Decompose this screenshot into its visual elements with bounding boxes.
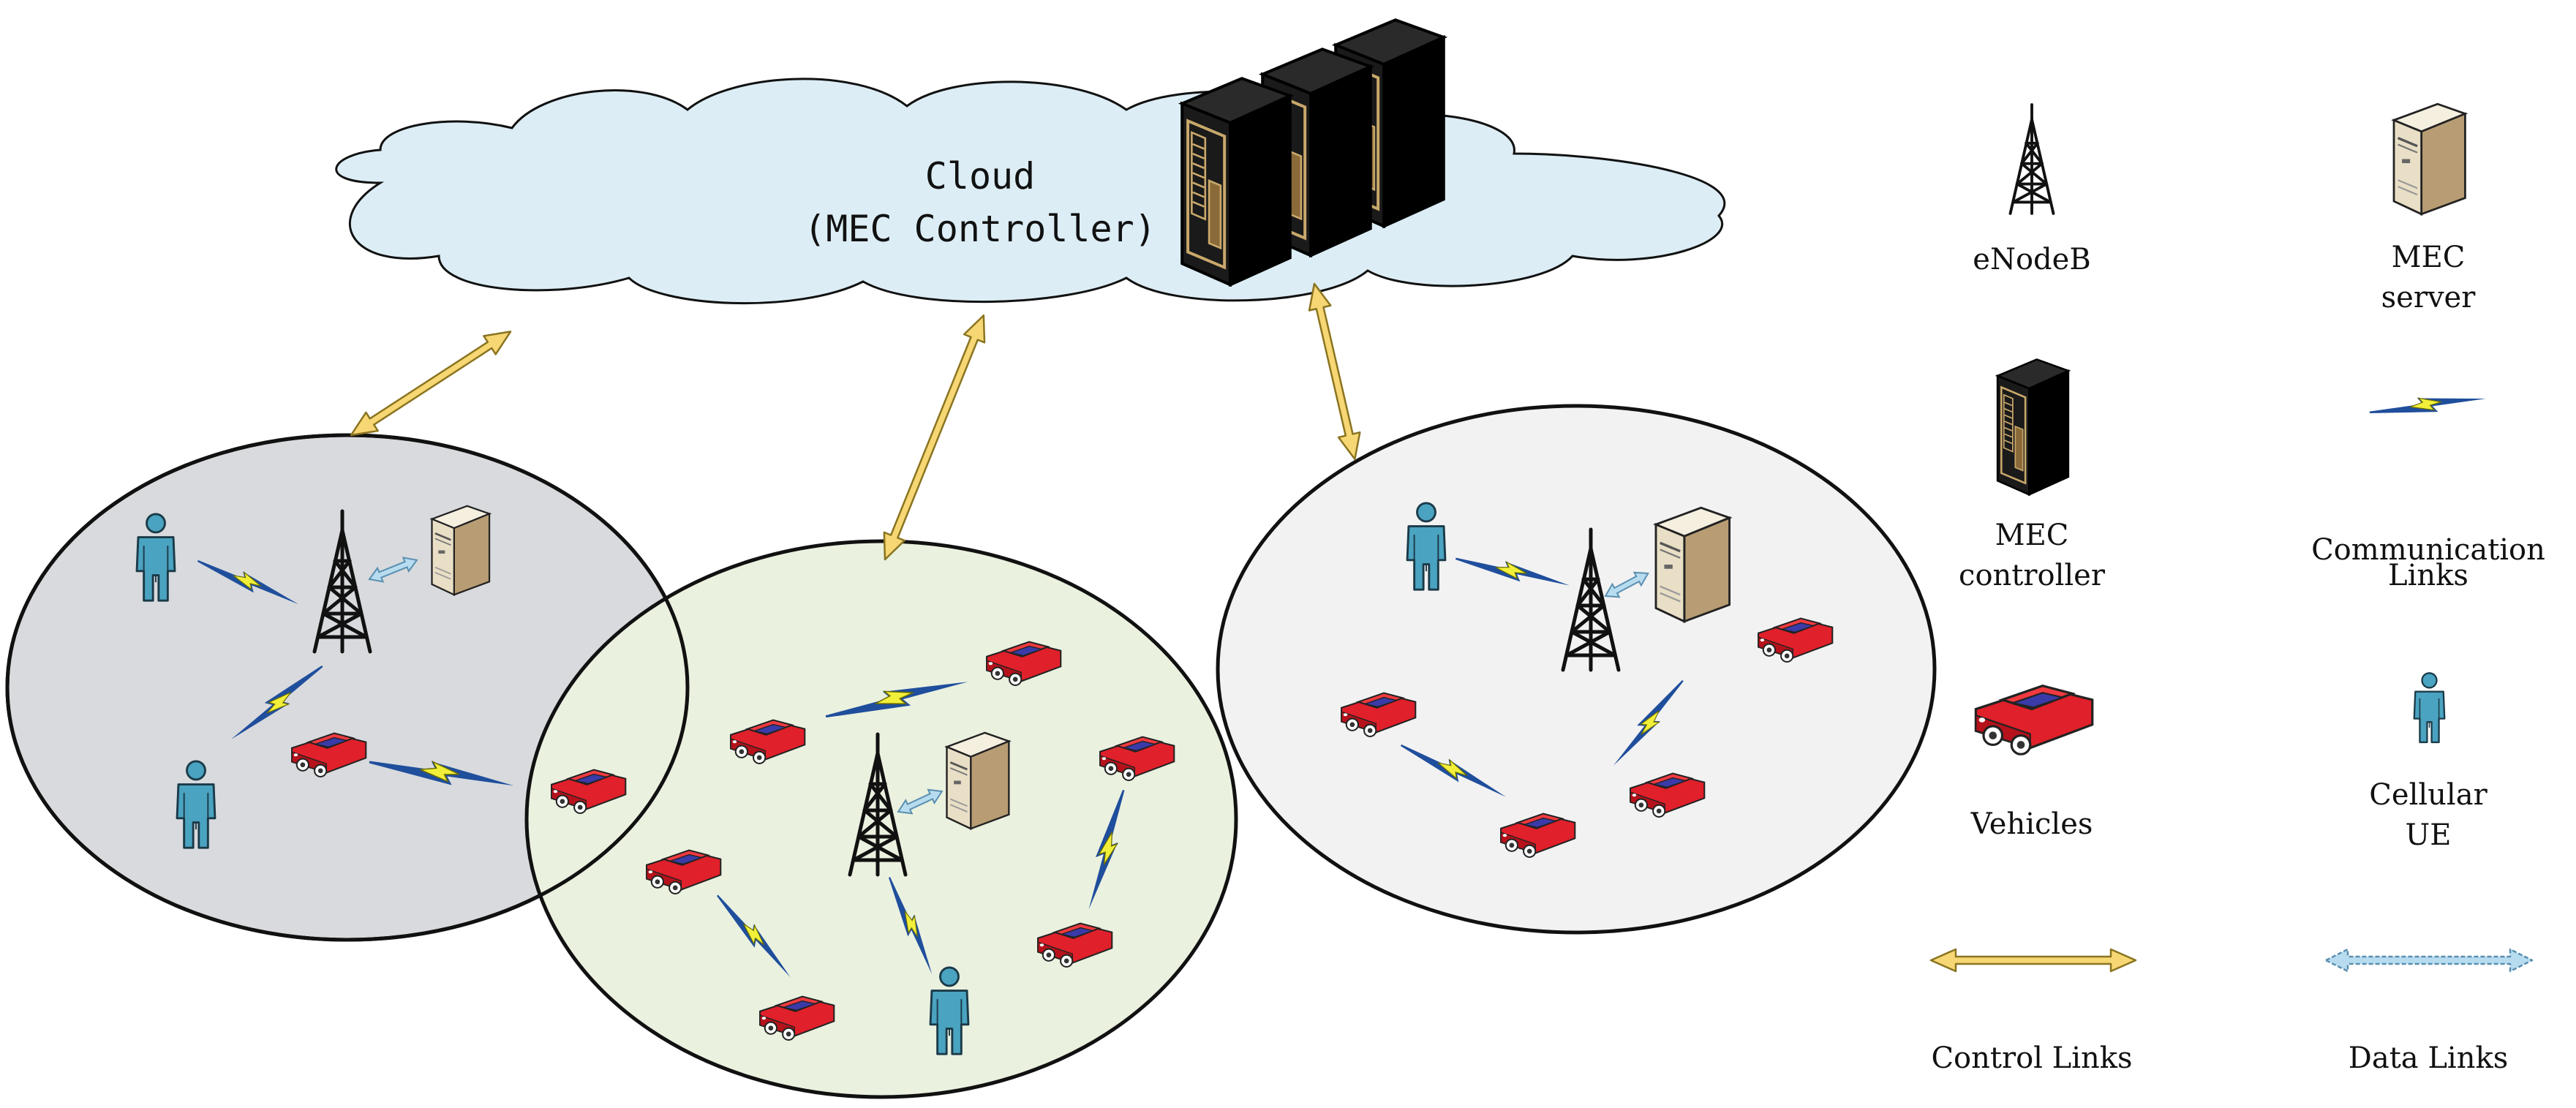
mec-server-icon (431, 505, 491, 596)
mec-controller-icon (1182, 78, 1290, 284)
legend-vehicles: Vehicles (1970, 685, 2094, 841)
legend-enodeb-label: eNodeB (1973, 243, 2090, 276)
legend-mec-controller-label-2: controller (1959, 559, 2106, 592)
legend-mec-controller-label-1: MEC (1995, 519, 2069, 552)
legend-control-links-label: Control Links (1931, 1041, 2132, 1075)
legend-cellular-ue-label-2: UE (2406, 818, 2452, 852)
legend-enodeb: eNodeB (1973, 103, 2091, 276)
enodeb-icon (2008, 103, 2055, 215)
right-cell-content (1341, 502, 1834, 858)
control-link-arrow (1929, 948, 2137, 973)
cloud-subtitle: (MEC Controller) (804, 208, 1156, 250)
legend-cellular-ue-label-1: Cellular (2369, 778, 2488, 812)
mec-server-icon (1654, 506, 1731, 623)
cloud: Cloud (MEC Controller) (335, 78, 1726, 305)
left-cell-content (135, 505, 516, 849)
legend-mec-server-label-2: server (2381, 281, 2477, 314)
legend-communication-links: Communication Links (2311, 388, 2545, 592)
mec-controller-icon (1996, 358, 2070, 496)
data-link-arrow (897, 788, 944, 815)
legend-mec-server: MEC server (2381, 102, 2477, 314)
cloud-title: Cloud (925, 155, 1036, 197)
middle-cell-content (551, 641, 1175, 1055)
legend-mec-controller: MEC controller (1959, 358, 2106, 592)
communication-link-icon (2368, 388, 2488, 422)
data-link-arrow (368, 557, 418, 583)
legend-communication-links-label-1: Communication (2311, 533, 2545, 567)
legend-vehicles-label: Vehicles (1970, 807, 2093, 841)
control-link-middle (883, 314, 986, 561)
legend-data-links: Data Links (2324, 948, 2534, 1075)
legend-communication-links-label-2: Links (2388, 559, 2468, 592)
mec-server-icon (946, 731, 1010, 830)
legend-mec-server-label-1: MEC (2392, 241, 2466, 274)
legend-control-links: Control Links (1929, 948, 2137, 1075)
cell-left-outline (5, 433, 690, 942)
cell-right (1216, 404, 1937, 935)
legend: eNodeB MEC server MEC controller Communi… (1929, 102, 2545, 1075)
mec-server-icon (2392, 102, 2467, 216)
cellular-ue-icon (2413, 672, 2446, 744)
legend-cellular-ue: Cellular UE (2369, 672, 2488, 852)
control-link-left (350, 331, 512, 437)
data-link-arrow (1604, 571, 1649, 598)
control-link-right (1308, 282, 1361, 460)
vehicle-icon (1974, 685, 2094, 755)
legend-data-links-label: Data Links (2349, 1041, 2508, 1075)
data-link-arrow (2324, 948, 2534, 973)
control-links (350, 282, 1361, 561)
